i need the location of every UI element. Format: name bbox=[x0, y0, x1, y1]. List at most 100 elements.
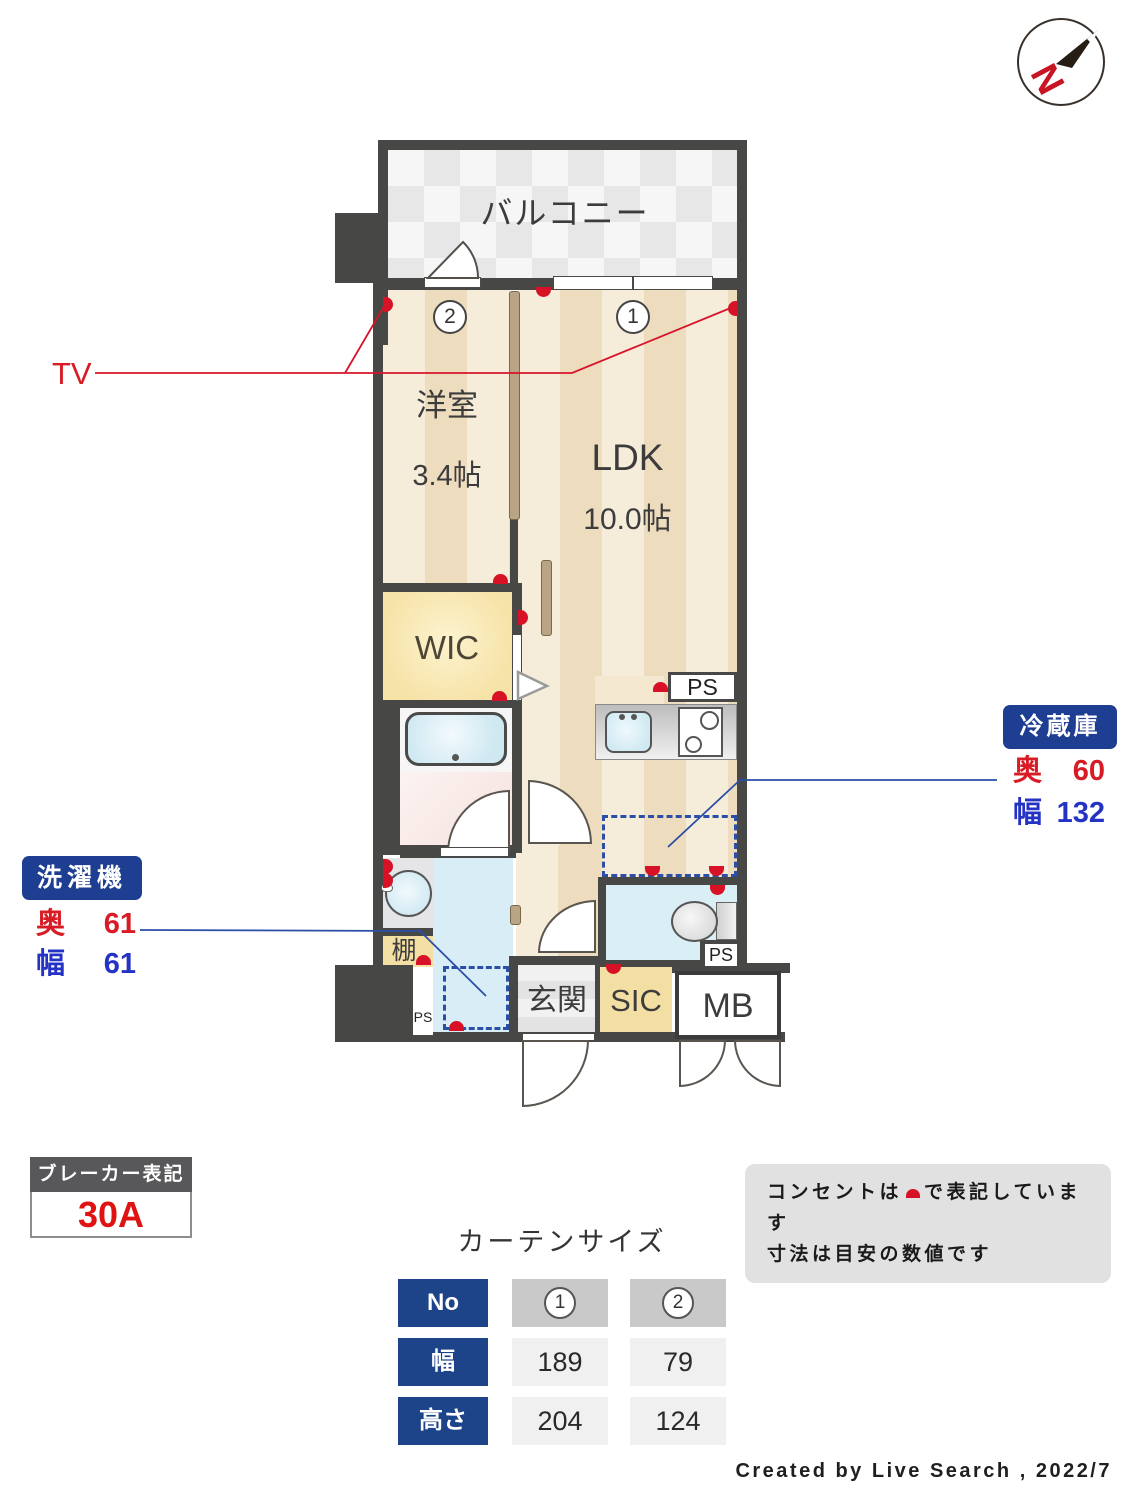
entrance-floor bbox=[517, 963, 597, 1037]
mb-door-left bbox=[679, 1040, 726, 1087]
outlet-marker bbox=[518, 610, 528, 625]
wall bbox=[598, 885, 606, 967]
outlet-marker bbox=[383, 873, 393, 888]
compass-icon: N bbox=[1017, 18, 1105, 106]
washer-depth: 奥 61 bbox=[36, 910, 136, 939]
washer-depth-label: 奥 bbox=[36, 908, 66, 940]
washer-width-label: 幅 bbox=[36, 948, 66, 980]
faucet-dot bbox=[631, 714, 637, 720]
faucet-dot bbox=[619, 714, 625, 720]
balcony-label: バルコニー bbox=[480, 195, 650, 231]
toilet-bowl bbox=[671, 901, 718, 942]
curtain-table-title: カーテンサイズ bbox=[457, 1227, 667, 1257]
outlet-marker bbox=[493, 574, 508, 584]
credit-text: Created by Live Search , 2022/7 bbox=[735, 1460, 1112, 1482]
bathtub-drain bbox=[452, 754, 459, 761]
mb-door-right bbox=[734, 1040, 781, 1087]
outlet-marker bbox=[492, 691, 507, 701]
wall bbox=[383, 700, 522, 708]
sliding-door bbox=[510, 905, 521, 925]
fridge-width: 幅 132 bbox=[1013, 799, 1105, 828]
fridge-width-label: 幅 bbox=[1013, 797, 1043, 829]
mb-box bbox=[675, 971, 781, 1039]
window-pane bbox=[633, 276, 713, 290]
stove-burner bbox=[685, 736, 702, 753]
western-room-floor bbox=[383, 290, 510, 583]
balcony-door-slab bbox=[424, 277, 481, 288]
sliding-door bbox=[541, 560, 552, 636]
curtain-no-2: 2 bbox=[630, 1279, 726, 1327]
breaker-box: ブレーカー表記 30A bbox=[30, 1157, 192, 1238]
western-room-size: 3.4帖 bbox=[412, 460, 482, 492]
washer-width: 幅 61 bbox=[36, 950, 136, 979]
curtain-marker-1: 1 bbox=[616, 300, 650, 334]
stove-burner bbox=[700, 711, 719, 730]
wall bbox=[737, 278, 747, 1042]
mb-label: MB bbox=[702, 987, 754, 1025]
ps-left-label: PS bbox=[413, 967, 433, 1035]
wall bbox=[378, 140, 747, 150]
wic-door-opening bbox=[513, 635, 521, 700]
tv-label: TV bbox=[52, 356, 92, 391]
sic-label: SIC bbox=[610, 983, 662, 1018]
outlet-marker bbox=[383, 297, 393, 312]
western-room-label: 洋室 bbox=[416, 388, 478, 423]
wall bbox=[335, 213, 378, 283]
outlet-marker bbox=[709, 866, 724, 876]
outlet-marker bbox=[383, 859, 393, 874]
toilet-tank bbox=[716, 902, 737, 940]
outlet-marker bbox=[710, 885, 725, 895]
washer-space bbox=[443, 966, 509, 1030]
wic-label: WIC bbox=[414, 629, 480, 666]
curtain-no-1-circle: 1 bbox=[544, 1287, 576, 1319]
wall bbox=[509, 956, 518, 1036]
outlet-marker bbox=[606, 964, 621, 974]
fridge-depth: 奥 60 bbox=[1013, 757, 1105, 786]
curtain-width-2: 79 bbox=[630, 1338, 726, 1386]
wall bbox=[672, 963, 790, 973]
wall bbox=[737, 140, 747, 283]
wall bbox=[595, 963, 600, 1037]
wall bbox=[373, 278, 383, 1042]
curtain-height-1: 204 bbox=[512, 1397, 608, 1445]
wall bbox=[510, 518, 518, 592]
curtain-height-2: 124 bbox=[630, 1397, 726, 1445]
wall bbox=[378, 140, 388, 283]
curtain-no-2-circle: 2 bbox=[662, 1287, 694, 1319]
wall bbox=[383, 583, 513, 592]
shelf-label: 棚 bbox=[391, 937, 417, 965]
curtain-width-1: 189 bbox=[512, 1338, 608, 1386]
ps-toilet-label: PS bbox=[705, 944, 737, 966]
kitchen-backsplash bbox=[595, 676, 664, 704]
outlet-marker bbox=[536, 287, 551, 297]
wall bbox=[598, 877, 747, 885]
wall bbox=[373, 928, 433, 936]
wic-floor bbox=[383, 592, 512, 700]
curtain-col-header: No bbox=[398, 1279, 488, 1327]
ldk-size: 10.0帖 bbox=[583, 503, 672, 536]
ldk-label: LDK bbox=[591, 437, 664, 478]
sliding-door bbox=[509, 291, 520, 520]
entrance-label: 玄関 bbox=[527, 984, 587, 1017]
outlet-marker bbox=[653, 682, 668, 692]
breaker-title: ブレーカー表記 bbox=[30, 1157, 192, 1192]
window-pane bbox=[553, 276, 633, 290]
ps-kitchen-label: PS bbox=[668, 672, 737, 702]
breaker-value: 30A bbox=[30, 1192, 192, 1238]
wall bbox=[598, 960, 700, 967]
fridge-width-value: 132 bbox=[1056, 797, 1105, 829]
kitchen-sink bbox=[605, 711, 652, 753]
wall bbox=[383, 283, 388, 345]
washer-width-value: 61 bbox=[103, 948, 136, 980]
fridge-chip: 冷蔵庫 bbox=[1003, 705, 1117, 749]
note-line1-post: で表記しています bbox=[767, 1182, 1081, 1234]
curtain-width-header: 幅 bbox=[398, 1338, 488, 1386]
washer-chip: 洗濯機 bbox=[22, 856, 142, 900]
curtain-no-1: 1 bbox=[512, 1279, 608, 1327]
note-line2: 寸法は目安の数値です bbox=[767, 1244, 993, 1265]
vanity-sink bbox=[385, 870, 432, 917]
note-box: コンセントはで表記しています 寸法は目安の数値です bbox=[745, 1164, 1111, 1283]
outlet-marker bbox=[449, 1021, 464, 1031]
outlet-marker bbox=[645, 866, 660, 876]
